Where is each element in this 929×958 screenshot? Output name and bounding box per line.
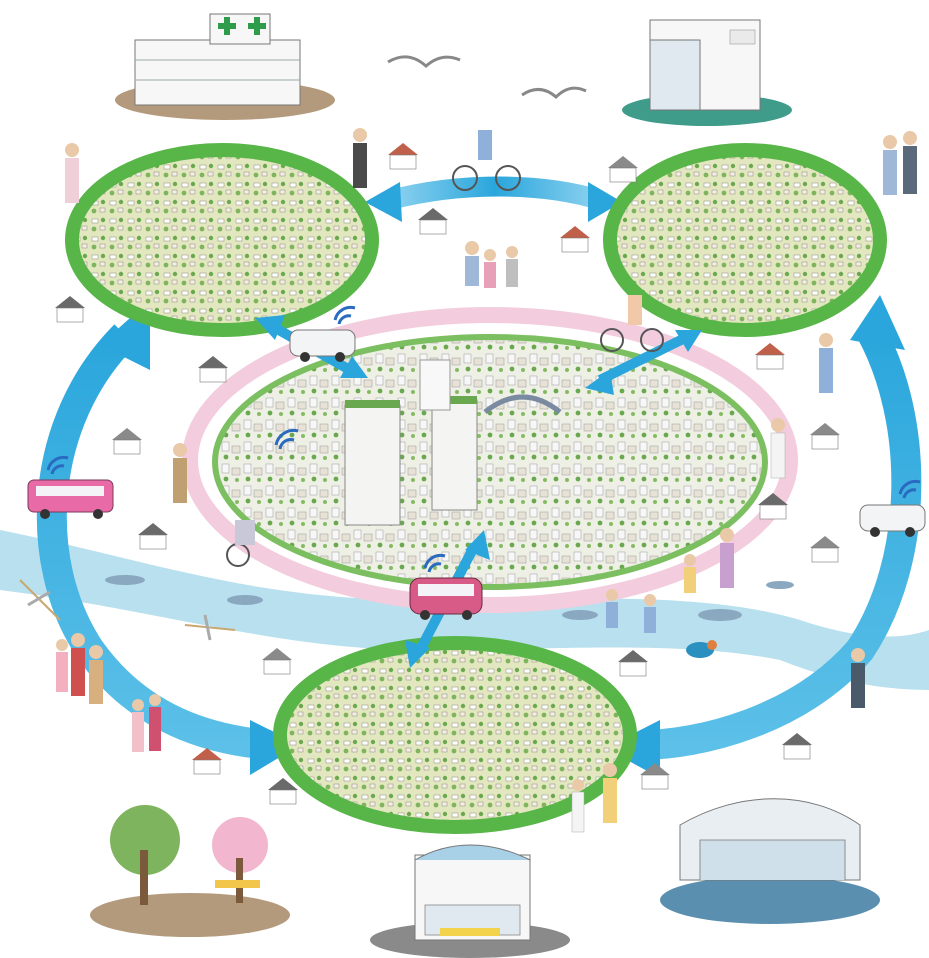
person-icon — [353, 128, 367, 188]
arrow-top-link — [387, 176, 603, 210]
house-icon — [618, 650, 648, 677]
loop-arrow-right — [639, 322, 922, 760]
bus — [27, 455, 114, 519]
fish-icon — [766, 581, 794, 589]
person-icon — [684, 554, 696, 593]
house-icon — [112, 428, 142, 455]
car-icon — [859, 504, 926, 532]
arrowhead-top-right — [588, 182, 622, 222]
person-icon — [606, 589, 618, 628]
tower-left — [344, 404, 401, 526]
hub-bottom — [273, 636, 637, 834]
dragonfly-icon — [19, 579, 61, 621]
fish-icon — [227, 595, 263, 605]
bird-icon — [387, 55, 461, 68]
person-icon — [56, 639, 68, 692]
house-icon — [755, 343, 785, 370]
inner-ring — [182, 307, 798, 613]
dragonfly-icon — [184, 614, 236, 641]
office — [622, 19, 792, 126]
house-icon — [262, 648, 292, 675]
loop-arrow-left — [36, 324, 272, 760]
car-icon — [289, 329, 356, 357]
person-icon — [465, 241, 479, 286]
person-icon — [603, 763, 617, 823]
hub-top-left — [65, 143, 379, 337]
house-icon — [198, 356, 228, 383]
hub-center — [212, 334, 768, 590]
kingfisher-icon — [686, 640, 717, 658]
house-icon — [192, 748, 222, 775]
house-icon — [640, 763, 670, 790]
park-icon — [110, 805, 268, 905]
fish-icon — [698, 609, 742, 621]
wifi-icon — [423, 553, 446, 573]
houses — [55, 143, 840, 805]
person-icon — [571, 779, 585, 833]
house-icon — [268, 778, 298, 805]
house-icon — [138, 523, 168, 550]
cyclist-icon — [452, 130, 521, 191]
person-icon — [720, 528, 734, 588]
person-icon — [132, 699, 144, 752]
house-icon — [810, 423, 840, 450]
wifi-icon — [898, 479, 921, 499]
house-icon — [560, 226, 590, 253]
person-icon — [506, 246, 518, 287]
tower-right — [431, 399, 478, 511]
house-icon — [55, 296, 85, 323]
arrowhead-right-top — [850, 295, 905, 350]
house-icon — [758, 493, 788, 520]
house-icon — [810, 536, 840, 563]
house-icon — [388, 143, 418, 170]
person-icon — [903, 131, 917, 194]
house-icon — [782, 733, 812, 760]
person-icon — [71, 633, 85, 696]
minibus-center — [409, 553, 483, 620]
person-icon — [484, 249, 496, 288]
taxi-right — [859, 479, 926, 537]
clinic — [370, 844, 570, 958]
person-icon — [149, 694, 161, 751]
person-icon — [819, 333, 833, 393]
person-icon — [173, 443, 187, 503]
hospital-icon — [218, 17, 266, 35]
house-icon — [418, 208, 448, 235]
person-icon — [770, 418, 786, 479]
person-icon — [883, 135, 897, 195]
hospital — [115, 13, 335, 120]
people — [56, 128, 917, 833]
park — [90, 805, 290, 937]
house-icon — [608, 156, 638, 183]
taxi-top — [289, 305, 356, 362]
hub-top-right — [603, 143, 887, 337]
wifi-icon — [333, 305, 356, 325]
gymnasium-icon — [679, 798, 861, 881]
gymnasium — [660, 798, 880, 924]
wifi-icon — [46, 455, 69, 475]
person-icon — [65, 143, 79, 203]
wheelchair-icon — [226, 520, 255, 567]
bird-icon — [521, 86, 587, 100]
wifi-icon — [274, 429, 299, 450]
person-icon — [89, 645, 103, 704]
cyclist-icon — [600, 295, 664, 352]
person-icon — [644, 594, 656, 633]
fish-icon — [562, 610, 598, 620]
fish-icon — [105, 575, 145, 585]
person-icon — [851, 648, 865, 708]
arrowhead-top-left — [365, 182, 402, 222]
arrow-center-to-top-right — [585, 330, 702, 395]
